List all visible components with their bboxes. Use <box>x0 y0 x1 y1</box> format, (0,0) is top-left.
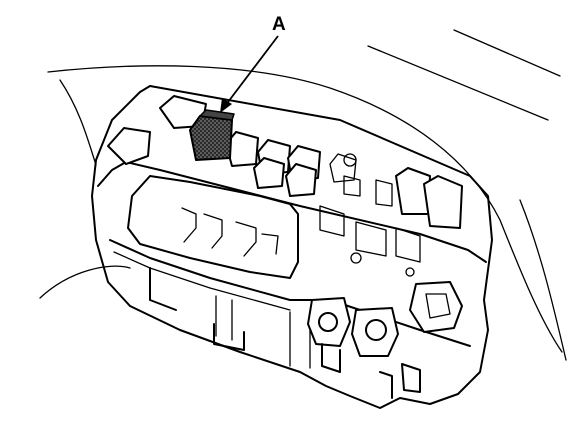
terminal-post-2 <box>351 307 399 357</box>
fuse-5 <box>253 157 285 189</box>
relay-icon <box>189 115 233 161</box>
terminal-post-3 <box>409 281 463 333</box>
callout-label-a: A <box>272 14 286 35</box>
relay-right-2 <box>423 175 463 229</box>
relay-icon-top-face <box>199 109 235 121</box>
fuse-1 <box>225 131 259 167</box>
terminal-posts <box>307 281 463 399</box>
relay-row <box>107 95 463 277</box>
terminal-post-1 <box>307 297 351 347</box>
vehicle-body-lines <box>39 29 567 361</box>
callout-arrow <box>220 35 279 113</box>
fuse-4 <box>285 163 317 197</box>
fuse-box-housing <box>91 85 493 409</box>
relay-cover <box>127 175 299 279</box>
relay-left <box>107 127 151 165</box>
